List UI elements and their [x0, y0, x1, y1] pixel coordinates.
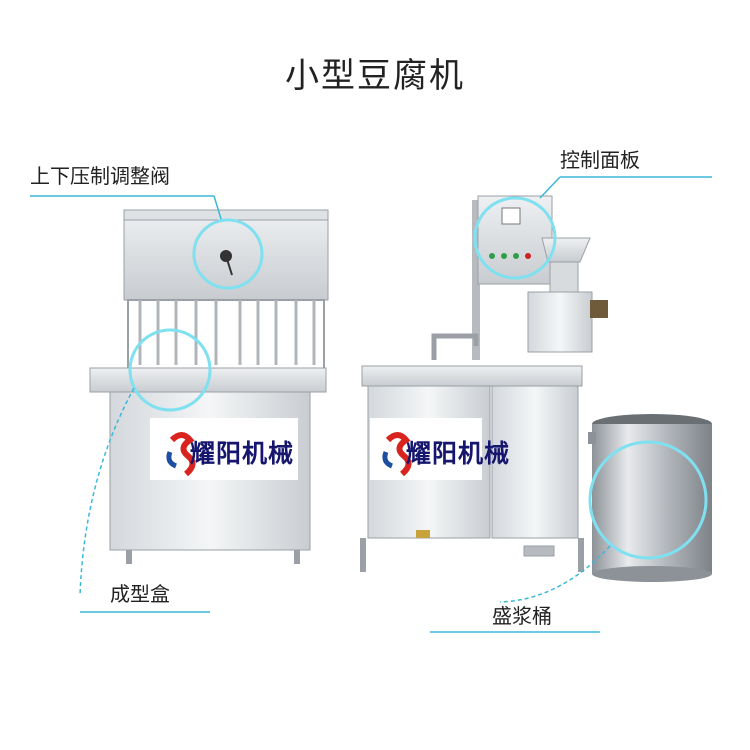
panel-buttons [489, 253, 531, 259]
page-title: 小型豆腐机 [285, 56, 465, 96]
brand-name-left: 耀阳机械 [190, 439, 295, 468]
tofu-press-machine [89, 209, 329, 564]
label-valve: 上下压制调整阀 [30, 164, 170, 188]
label-bucket: 盛浆桶 [492, 604, 552, 628]
label-mold-box: 成型盒 [110, 582, 170, 606]
label-control-panel: 控制面板 [560, 148, 640, 172]
soymilk-machine [360, 195, 608, 572]
callout-mold-box [79, 328, 212, 613]
brand-logo-icon-2 [382, 432, 412, 477]
callout-control-panel [473, 176, 712, 280]
callout-bucket [430, 440, 708, 633]
brand-name-right: 耀阳机械 [406, 439, 511, 468]
brand-logo-icon [166, 432, 196, 477]
soymilk-bucket [588, 414, 712, 582]
callout-valve [30, 195, 264, 290]
